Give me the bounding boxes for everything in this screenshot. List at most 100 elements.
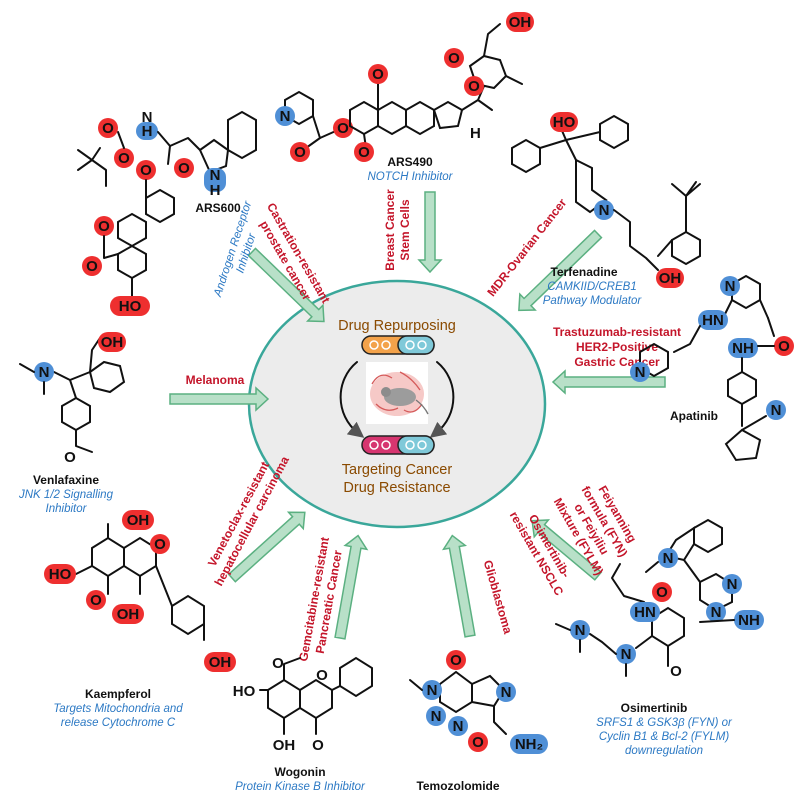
svg-text:Glioblastoma: Glioblastoma — [481, 558, 515, 635]
svg-text:OH: OH — [117, 606, 140, 623]
svg-text:H: H — [470, 125, 481, 142]
center-bottom-label-2: Drug Resistance — [343, 480, 450, 496]
svg-text:N: N — [453, 718, 464, 735]
svg-text:N: N — [621, 646, 632, 663]
arrow-hcc — [227, 511, 306, 583]
svg-text:OH: OH — [209, 654, 232, 671]
svg-text:O: O — [312, 737, 324, 754]
drug-capsule-bottom — [361, 435, 435, 455]
svg-text:N: N — [431, 708, 442, 725]
svg-text:N: N — [771, 402, 782, 419]
svg-text:N: N — [727, 576, 738, 593]
drug-mechanism-terfenadine-2: Pathway Modulator — [543, 295, 643, 307]
drug-name-ars600: ARS600 — [195, 201, 241, 215]
svg-text:H: H — [210, 182, 221, 199]
svg-text:N: N — [280, 108, 291, 125]
svg-text:H: H — [142, 123, 153, 140]
svg-text:O: O — [178, 160, 190, 177]
svg-text:Trastuzumab-resistant: Trastuzumab-resistant — [553, 325, 681, 339]
green-arrows — [169, 191, 666, 640]
mouse-illustration — [366, 362, 429, 424]
svg-text:O: O — [448, 50, 460, 67]
drug-name-kaempferol: Kaempferol — [85, 687, 151, 701]
drug-name-ars490: ARS490 — [387, 155, 433, 169]
arrow-pancreatic — [334, 534, 369, 640]
svg-text:O: O — [140, 162, 152, 179]
svg-text:N: N — [427, 682, 438, 699]
molecule-terfenadine: HO N OH Terfenadine CAMKIID/CREB1 Pathwa… — [511, 112, 701, 307]
svg-text:N: N — [599, 202, 610, 219]
cycle-arrow-right — [429, 361, 455, 438]
arrow-melanoma — [169, 386, 270, 412]
svg-text:O: O — [98, 218, 110, 235]
center-bottom-label-1: Targeting Cancer — [342, 462, 453, 478]
svg-text:N: N — [575, 622, 586, 639]
svg-text:O: O — [64, 449, 76, 466]
drug-mechanism-venlafaxine-1: JNK 1/2 Signalling — [18, 489, 114, 501]
molecule-wogonin: O HO O OH O Wogonin Protein Kinase B Inh… — [233, 655, 373, 793]
drug-name-venlafaxine: Venlafaxine — [33, 473, 99, 487]
molecule-venlafaxine: OH N O Venlafaxine JNK 1/2 Signalling In… — [18, 332, 126, 515]
molecule-ars490: N O O O O H O O OH ARS490 NOTCH Inhibito… — [275, 12, 534, 183]
svg-text:O: O — [86, 258, 98, 275]
svg-text:NH: NH — [738, 612, 760, 629]
svg-text:O: O — [154, 536, 166, 553]
svg-text:HO: HO — [233, 683, 256, 700]
svg-text:HO: HO — [49, 566, 72, 583]
svg-text:O: O — [316, 667, 328, 684]
svg-text:HN: HN — [634, 604, 656, 621]
drug-mechanism-osimertinib-1: SRFS1 & GSK3β (FYN) or — [596, 717, 733, 729]
svg-text:N: N — [501, 684, 512, 701]
svg-text:O: O — [102, 120, 114, 137]
svg-text:N: N — [210, 167, 221, 184]
label-pancreatic: Gemcitabine-resistant Pancreatic Cancer — [296, 536, 345, 663]
svg-text:O: O — [670, 663, 682, 680]
arrow-prostate — [247, 247, 325, 323]
molecule-temozolomide: O N N N N O NH₂ Temozolomide — [409, 650, 548, 793]
center-hub: Drug Repurposing Targeting Can — [247, 279, 547, 529]
drug-mechanism-osimertinib-2: Cyclin B1 & Bcl-2 (FYLM) — [599, 731, 730, 743]
drug-name-apatinib: Apatinib — [670, 409, 718, 423]
svg-text:N: N — [635, 364, 646, 381]
svg-text:O: O — [358, 144, 370, 161]
drug-name-temozolomide: Temozolomide — [416, 779, 499, 793]
svg-text:OH: OH — [509, 14, 532, 31]
svg-text:OH: OH — [273, 737, 296, 754]
drug-mechanism-venlafaxine-2: Inhibitor — [46, 503, 88, 515]
drug-name-osimertinib: Osimertinib — [621, 701, 688, 715]
drug-name-terfenadine: Terfenadine — [550, 265, 617, 279]
drug-mechanism-wogonin: Protein Kinase B Inhibitor — [235, 781, 366, 793]
svg-text:Breast Cancer: Breast Cancer — [383, 189, 397, 271]
arrow-osimertinib — [531, 519, 603, 581]
svg-text:HN: HN — [702, 312, 724, 329]
center-top-label: Drug Repurposing — [338, 318, 456, 334]
arrow-breast — [417, 191, 443, 274]
svg-text:O: O — [90, 592, 102, 609]
svg-text:OH: OH — [659, 270, 682, 287]
drug-name-wogonin: Wogonin — [274, 765, 325, 779]
svg-text:Melanoma: Melanoma — [186, 373, 245, 387]
svg-text:OH: OH — [101, 334, 124, 351]
svg-text:O: O — [337, 120, 349, 137]
drug-mechanism-kaempferol-2: release Cytochrome C — [61, 717, 176, 729]
svg-text:O: O — [472, 734, 484, 751]
molecule-ars600: O O H N O O N H HO O O ARS600 Androgen R… — [77, 109, 259, 316]
drug-mechanism-osimertinib-3: downregulation — [625, 745, 703, 757]
arrow-glioblastoma — [441, 534, 476, 638]
label-breast-cancer: Breast Cancer Stem Cells — [383, 189, 412, 271]
svg-text:N: N — [663, 550, 674, 567]
svg-text:HO: HO — [119, 298, 142, 315]
arrow-ovarian — [518, 229, 603, 312]
svg-text:N: N — [711, 604, 722, 621]
svg-text:NH: NH — [732, 340, 754, 357]
svg-text:O: O — [450, 652, 462, 669]
svg-text:N: N — [142, 109, 153, 126]
svg-text:O: O — [294, 144, 306, 161]
svg-text:O: O — [778, 338, 790, 355]
svg-text:O: O — [272, 655, 284, 672]
molecule-osimertinib: N N N NH HN O N N O Osimertinib SRFS1 & … — [555, 518, 764, 757]
svg-text:O: O — [118, 150, 130, 167]
svg-text:O: O — [468, 78, 480, 95]
